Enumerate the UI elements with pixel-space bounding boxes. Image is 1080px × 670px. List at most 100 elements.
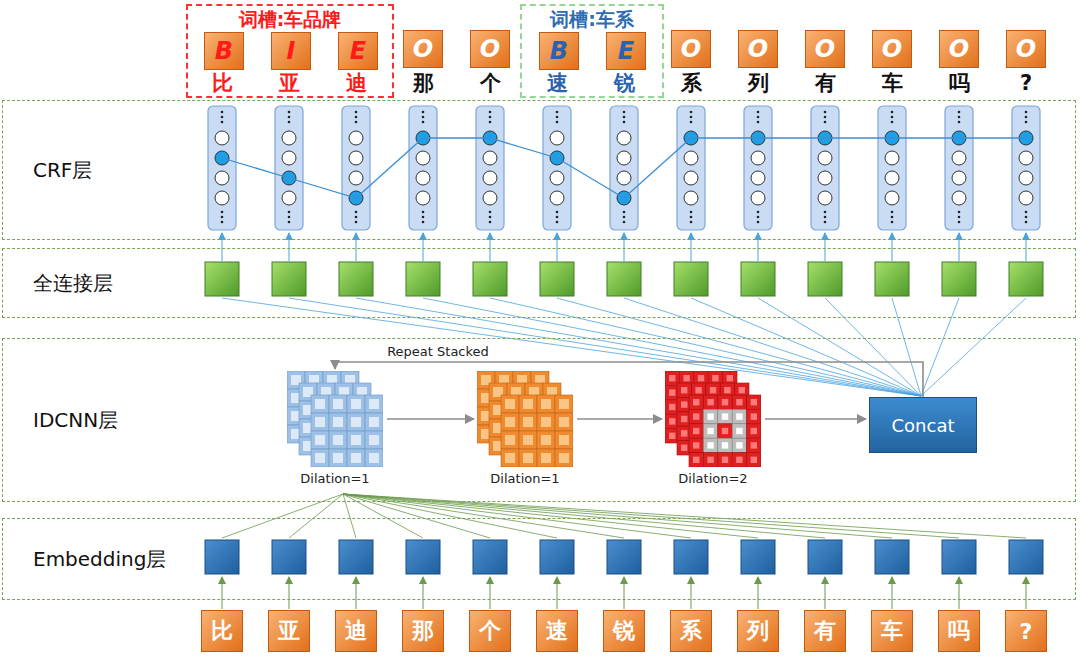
- ellipsis-dot: [556, 211, 559, 214]
- tag-letter: B: [550, 37, 568, 65]
- crf-column: [677, 106, 705, 230]
- token-char: 锐: [606, 69, 642, 97]
- embedding-unit: [473, 540, 507, 574]
- concat-fan-line: [557, 298, 921, 396]
- grid-cell-top: [333, 435, 343, 445]
- grid-cell: [519, 449, 537, 467]
- ellipsis-dot: [355, 116, 358, 119]
- crf-column: [409, 106, 437, 230]
- ellipsis-dot: [556, 116, 559, 119]
- grid-cell-top: [722, 399, 728, 405]
- grid-cell-top: [693, 428, 699, 434]
- tag-node: E: [338, 32, 378, 70]
- embedding-unit: [942, 540, 976, 574]
- token-char: 有: [807, 69, 843, 97]
- ellipsis-dot: [556, 121, 559, 124]
- crf-state: [751, 171, 765, 185]
- dilation-label: Dilation=2: [645, 471, 781, 487]
- grid-cell-top: [669, 404, 675, 410]
- embedding-fan-line: [289, 494, 343, 538]
- fc-unit: [205, 262, 239, 296]
- grid-cell: [501, 449, 519, 467]
- ellipsis-dot: [891, 221, 894, 224]
- grid-cell-top: [559, 417, 569, 427]
- grid-cell: [501, 395, 519, 413]
- grid-cell-top: [736, 399, 742, 405]
- grid-cell-top: [681, 430, 687, 436]
- ellipsis-dot: [623, 211, 626, 214]
- crf-state: [684, 171, 698, 185]
- ellipsis-dot: [221, 221, 224, 224]
- grid-cell: [732, 395, 746, 409]
- ellipsis-dot: [690, 116, 693, 119]
- grid-cell-top: [698, 375, 704, 381]
- grid-cell: [703, 395, 717, 409]
- input-arrow: [356, 577, 357, 609]
- grid-cell: [329, 413, 347, 431]
- crf-column: [1012, 106, 1040, 230]
- ellipsis-dot: [288, 211, 291, 214]
- ellipsis-dot: [690, 216, 693, 219]
- grid-cell-top: [559, 435, 569, 445]
- fc-arrow: [356, 233, 357, 261]
- grid-cell-top: [707, 413, 713, 419]
- input-arrow: [758, 577, 759, 609]
- char-node: 那: [402, 610, 444, 652]
- crf-state: [282, 191, 296, 205]
- grid-cell: [718, 395, 732, 409]
- grid-cell: [732, 409, 746, 423]
- ellipsis-dot: [690, 211, 693, 214]
- fc-arrow: [289, 233, 290, 261]
- fc-unit: [808, 262, 842, 296]
- embedding-fan-line: [222, 494, 343, 538]
- input-arrow: [289, 577, 290, 609]
- grid-cell-top: [693, 442, 699, 448]
- ellipsis-dot: [623, 216, 626, 219]
- grid-cell-top: [681, 416, 687, 422]
- input-arrow: [1026, 577, 1027, 609]
- embedding-fan-line: [343, 494, 691, 538]
- crf-state: [617, 151, 631, 165]
- layer-label: CRF层: [33, 157, 92, 184]
- token-char: 比: [204, 69, 240, 97]
- char-node: ?: [1005, 610, 1047, 652]
- grid-node: Dilation=2: [665, 371, 761, 467]
- embedding-unit: [808, 540, 842, 574]
- crf-state: [1019, 151, 1033, 165]
- tag-node: B: [539, 32, 579, 70]
- crf-column: [878, 106, 906, 230]
- crf-path: [222, 138, 1026, 198]
- ellipsis-dot: [221, 121, 224, 124]
- band-node: IDCNN层Dilation=1Dilation=1Dilation=2Conc…: [2, 338, 1076, 502]
- grid-cell: [329, 449, 347, 467]
- grid-cell-top: [351, 399, 361, 409]
- tag-node: O: [872, 30, 912, 68]
- grid-cell-top: [751, 457, 757, 463]
- tag-letter: E: [350, 37, 366, 65]
- ellipsis-dot: [891, 111, 894, 114]
- input-arrow: [490, 577, 491, 609]
- grid-cell: [747, 438, 761, 452]
- grid-cell-top: [369, 435, 379, 445]
- crf-state: [550, 171, 564, 185]
- grid-cell-top: [541, 417, 551, 427]
- input-char: 系: [680, 616, 702, 646]
- concat-fan-line: [758, 298, 921, 396]
- concat-fan-line: [825, 298, 921, 396]
- layer-label: IDCNN层: [33, 407, 118, 434]
- flow-arrow: [765, 418, 866, 420]
- crf-state: [818, 151, 832, 165]
- dilated-conv-illustration: [287, 371, 383, 467]
- tag-node: O: [805, 30, 845, 68]
- flow-arrow: [335, 362, 923, 397]
- crf-state: [349, 151, 363, 165]
- token-char: 个: [472, 69, 508, 97]
- ellipsis-dot: [489, 216, 492, 219]
- crf-state: [684, 191, 698, 205]
- grid-cell: [365, 395, 383, 413]
- grid-cell: [555, 449, 573, 467]
- slot-node: 词槽:车系BE: [520, 4, 664, 98]
- token-char: 亚: [271, 69, 307, 97]
- grid-cell: [311, 395, 329, 413]
- grid-cell-top: [351, 453, 361, 463]
